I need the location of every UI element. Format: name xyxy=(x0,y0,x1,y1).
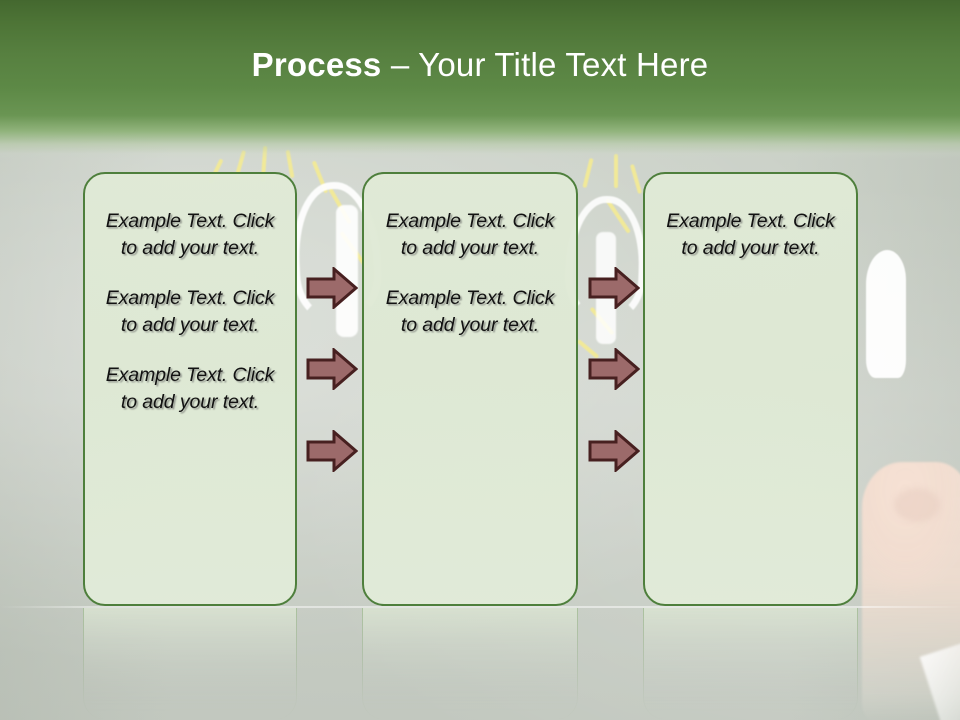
right-arrow-icon[interactable] xyxy=(588,430,640,472)
process-box-2-paragraph-1[interactable]: Example Text. Click to add your text. xyxy=(385,210,555,259)
page-title: Process – Your Title Text Here xyxy=(0,46,960,84)
page-title-strong: Process xyxy=(251,46,382,83)
box-reflection xyxy=(83,608,297,720)
title-banner: Process – Your Title Text Here xyxy=(0,0,960,160)
box-reflection xyxy=(362,608,578,720)
page-title-rest: – Your Title Text Here xyxy=(381,46,709,83)
process-box-2-paragraph-2[interactable]: Example Text. Click to add your text. xyxy=(385,287,555,336)
box-reflection xyxy=(643,608,858,720)
chalk-mark-icon xyxy=(866,250,906,378)
process-box-3-paragraph-1[interactable]: Example Text. Click to add your text. xyxy=(666,210,835,259)
chalk-lightbulb-base-icon xyxy=(336,205,358,337)
process-box-2[interactable]: Example Text. Click to add your text. Ex… xyxy=(362,172,578,606)
right-arrow-icon[interactable] xyxy=(306,348,358,390)
process-box-1-paragraph-2[interactable]: Example Text. Click to add your text. xyxy=(105,287,275,336)
process-box-1[interactable]: Example Text. Click to add your text. Ex… xyxy=(83,172,297,606)
right-arrow-icon[interactable] xyxy=(306,430,358,472)
floor-line xyxy=(0,606,960,608)
ray-icon xyxy=(614,154,618,188)
process-box-1-paragraph-1[interactable]: Example Text. Click to add your text. xyxy=(105,210,275,259)
process-box-3[interactable]: Example Text. Click to add your text. xyxy=(643,172,858,606)
process-box-1-paragraph-3[interactable]: Example Text. Click to add your text. xyxy=(105,364,275,413)
right-arrow-icon[interactable] xyxy=(588,348,640,390)
right-arrow-icon[interactable] xyxy=(588,267,640,309)
right-arrow-icon[interactable] xyxy=(306,267,358,309)
hand-knuckle-shading xyxy=(894,488,940,522)
